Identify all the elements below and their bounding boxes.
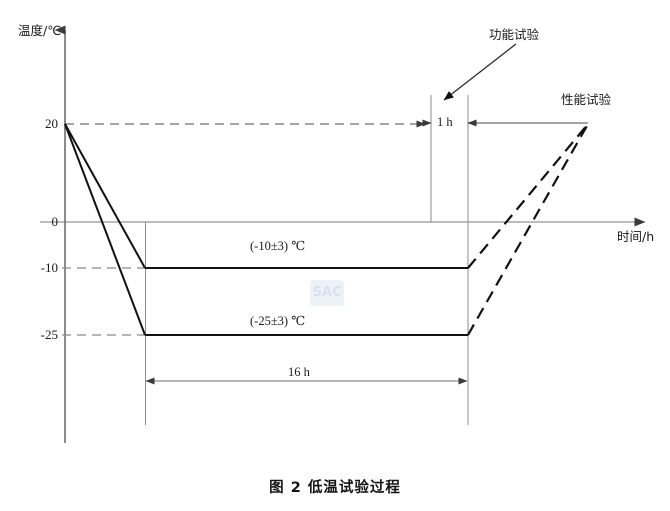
y-axis-label: 温度/℃	[18, 23, 62, 38]
curve-warming-minus25	[467, 123, 589, 336]
y-tick-minus10: -10	[40, 260, 58, 275]
callout-functional-test: 功能试验	[489, 27, 540, 42]
dim-label-1h: 1 h	[437, 115, 453, 129]
leader-functional-test	[443, 43, 517, 101]
dim-label-16h: 16 h	[288, 365, 310, 379]
y-tick-20: 20	[45, 116, 58, 131]
watermark: SAC	[310, 280, 344, 306]
y-tick-0: 0	[51, 214, 59, 229]
band-label-upper: (-10±3) ℃	[250, 239, 306, 253]
y-tick-minus25: -25	[40, 327, 58, 342]
band-label-lower: (-25±3) ℃	[250, 314, 306, 328]
figure-caption: 图 2 低温试验过程	[269, 480, 401, 496]
x-axis-label: 时间/h	[617, 229, 655, 244]
curve-cooling-minus25	[64, 123, 146, 336]
callout-performance-test: 性能试验	[561, 92, 612, 107]
curve-cooling-minus10	[64, 123, 146, 269]
curve-warming-minus10	[467, 123, 589, 269]
